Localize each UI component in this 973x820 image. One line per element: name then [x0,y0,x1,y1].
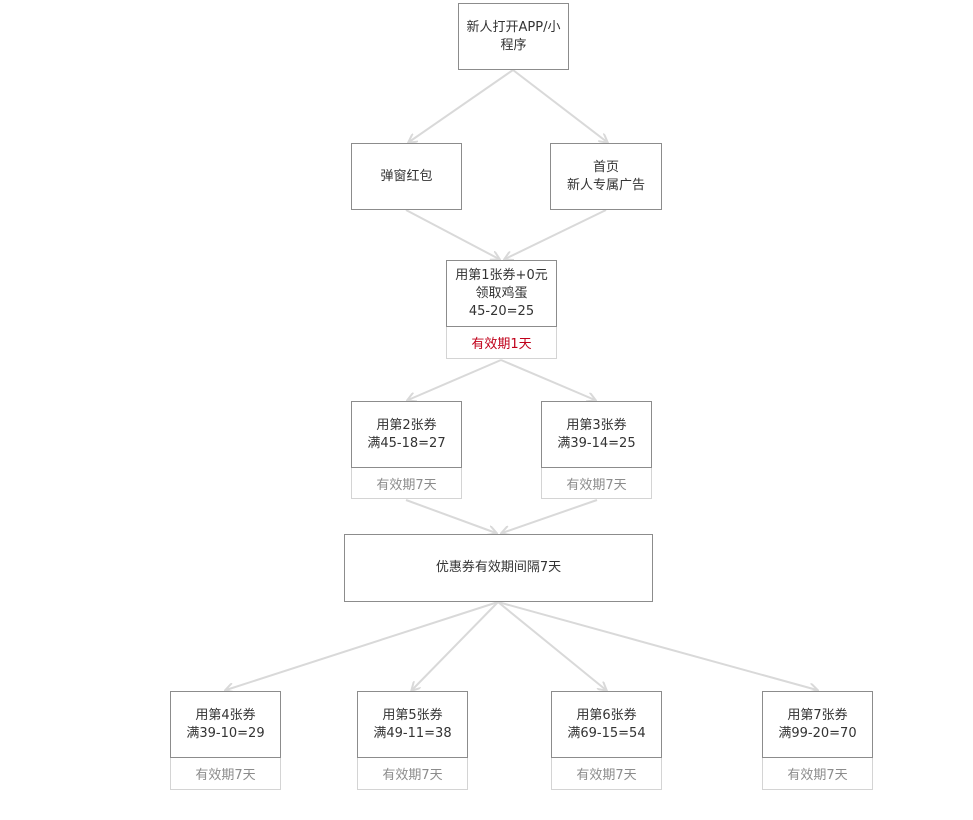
coupon-6-node: 用第6张券 满69-15=54 [551,691,662,758]
coupon-1-line-3: 45-20=25 [468,303,535,319]
coupon-7-line-1: 用第7张券 [787,707,848,723]
interval-line-1: 优惠券有效期间隔7天 [435,560,562,575]
coupon-4-validity: 有效期7天 [170,758,281,790]
coupon-3-node: 用第3张券 满39-14=25 [541,401,652,468]
coupon-5-line-1: 用第5张券 [382,707,443,723]
start-node: 新人打开APP/小 程序 [458,3,569,70]
home-line-2: 新人专属广告 [566,177,645,193]
coupon-5-validity: 有效期7天 [357,758,468,790]
start-line-1: 新人打开APP/小 [466,19,561,35]
coupon-7-node: 用第7张券 满99-20=70 [762,691,873,758]
coupon-4-line-1: 用第4张券 [195,707,256,723]
coupon-6-validity: 有效期7天 [551,758,662,790]
popup-line-1: 弹窗红包 [380,168,433,184]
coupon-6-line-1: 用第6张券 [576,707,637,723]
coupon-3-validity: 有效期7天 [541,468,652,499]
coupon-1-validity: 有效期1天 [446,327,557,359]
coupon-2-node: 用第2张券 满45-18=27 [351,401,462,468]
coupon-3-line-2: 满39-14=25 [557,435,636,451]
coupon-5-line-2: 满49-11=38 [373,725,452,741]
edge-start-to-popup [409,69,514,142]
popup-redpacket-node: 弹窗红包 [351,143,462,210]
coupon-7-line-2: 满99-20=70 [778,725,857,741]
edge-interval-to-coupon7 [497,601,817,690]
coupon-4-node: 用第4张券 满39-10=29 [170,691,281,758]
edge-coupon3-to-interval [502,499,598,533]
coupon-2-line-1: 用第2张券 [376,417,437,433]
coupon-1-line-2: 领取鸡蛋 [475,285,528,301]
coupon-2-validity: 有效期7天 [351,468,462,499]
edge-coupon2-to-interval [405,499,496,533]
home-line-1: 首页 [592,159,619,175]
coupon-5-node: 用第5张券 满49-11=38 [357,691,468,758]
edge-coupon1-to-coupon2 [408,359,502,400]
coupon-1-node: 用第1张券+0元 领取鸡蛋 45-20=25 [446,260,557,327]
edge-interval-to-coupon6 [497,601,606,690]
edge-home-to-coupon1 [505,209,607,259]
edge-interval-to-coupon5 [412,601,499,690]
edge-coupon1-to-coupon3 [500,359,595,400]
coupon-4-line-2: 满39-10=29 [186,725,265,741]
edge-start-to-home [512,69,607,142]
coupon-2-line-2: 满45-18=27 [367,435,446,451]
coupon-3-line-1: 用第3张券 [566,417,627,433]
coupon-6-line-2: 满69-15=54 [567,725,646,741]
edge-interval-to-coupon4 [226,601,499,690]
edge-popup-to-coupon1 [405,209,499,259]
coupon-7-validity: 有效期7天 [762,758,873,790]
interval-node: 优惠券有效期间隔7天 [344,534,653,602]
home-ad-node: 首页 新人专属广告 [550,143,662,210]
start-line-2: 程序 [500,37,527,53]
coupon-1-line-1: 用第1张券+0元 [455,267,548,283]
